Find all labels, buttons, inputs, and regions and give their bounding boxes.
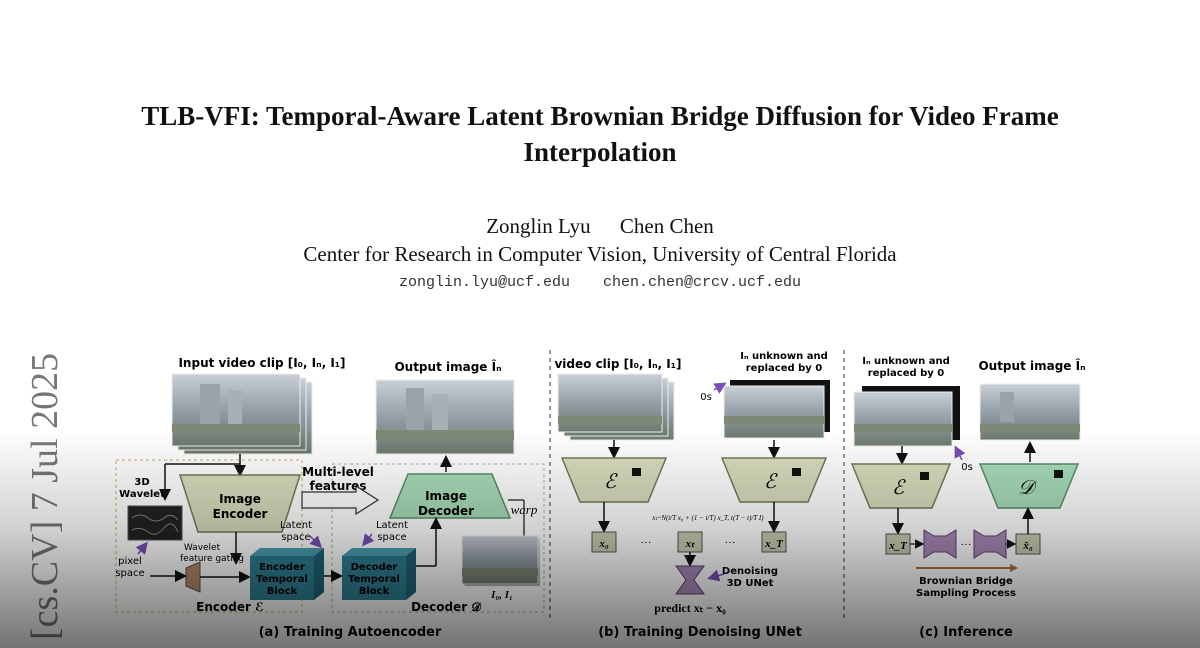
caption-c: (c) Inference	[919, 625, 1013, 640]
latent-x0-label: x₀	[598, 538, 609, 550]
enc-block-label: Temporal	[256, 574, 308, 585]
output-image-thumbnail	[375, 379, 515, 455]
email-address: zonglin.lyu@ucf.edu	[398, 274, 570, 291]
dec-block-label: Decoder	[351, 562, 398, 573]
unknown-label: replaced by 0	[868, 368, 945, 379]
input-clip-label: Input video clip [I₀, Iₙ, I₁]	[178, 356, 345, 370]
wavelet-volume	[127, 505, 183, 541]
bridge-formula: xₜ~N(t/T x₀ + (1 − t/T) x_T, t(T − t)/T …	[651, 514, 764, 522]
decoder-group-label: Decoder 𝒟	[411, 600, 481, 614]
ellipsis: ···	[961, 539, 972, 551]
wavelet-label: Wavelet	[119, 489, 165, 500]
output-image-label: Output image Îₙ	[978, 358, 1085, 373]
panel-a: Input video clip [I₀, Iₙ, I₁] Output ima…	[115, 356, 545, 640]
latent-x0hat-label: x̂₀	[1022, 540, 1033, 552]
sampling-label: Brownian Bridge	[919, 576, 1013, 587]
unet-shape	[923, 529, 957, 559]
affiliation: Center for Research in Computer Vision, …	[303, 242, 897, 266]
encoder-group-label: Encoder ℰ	[196, 600, 264, 614]
panel-c: Iₙ unknown and replaced by 0 0s Output i…	[850, 356, 1086, 640]
unknown-label: Iₙ unknown and	[862, 356, 950, 367]
clip-thumbnail	[557, 373, 675, 441]
encoder-symbol: ℰ	[764, 471, 778, 493]
latent-xt-label: xₜ	[685, 538, 696, 550]
unet-shape	[675, 565, 705, 595]
clip-label: video clip [I₀, Iₙ, I₁]	[554, 357, 681, 371]
predict-label: predict xₜ − x₀	[654, 601, 726, 615]
dec-block-label: Temporal	[348, 574, 400, 585]
latent-xT-label: x_T	[764, 538, 784, 550]
email-address: chen.chen@crcv.ucf.edu	[603, 274, 802, 291]
enc-block-label: Block	[267, 586, 298, 597]
caption-b: (b) Training Denoising UNet	[598, 625, 802, 640]
latent-xT-label: x_T	[888, 540, 908, 552]
unknown-label: replaced by 0	[746, 363, 823, 374]
email-list: zonglin.lyu@ucf.edu chen.chen@crcv.ucf.e…	[0, 274, 1200, 291]
image-encoder-label: Image	[219, 492, 261, 506]
unet-shape	[973, 529, 1007, 559]
paper-title: TLB-VFI: Temporal-Aware Latent Brownian …	[141, 101, 1059, 167]
zeros-label: 0s	[700, 392, 712, 403]
image-decoder-label: Decoder	[418, 504, 474, 518]
unet-label: Denoising	[722, 566, 778, 577]
image-decoder-label: Image	[425, 489, 467, 503]
pixel-space-label: pixel	[118, 556, 142, 567]
decoder-temporal-block: Decoder Temporal Block	[342, 548, 416, 600]
masked-clip-thumbnail	[853, 386, 960, 447]
frames-label: I₀, I₁	[490, 589, 513, 601]
author-name: Zonglin Lyu	[486, 214, 591, 238]
sampling-label: Sampling Process	[916, 588, 1016, 599]
encoder-symbol: ℰ	[604, 471, 618, 493]
unet-label: 3D UNet	[727, 578, 774, 589]
input-frames-thumbnail	[171, 373, 313, 455]
panel-b: video clip [I₀, Iₙ, I₁] Iₙ unknown and r…	[554, 351, 830, 640]
gating-label: feature gating	[180, 554, 244, 564]
wavelet-label: 3D	[134, 477, 149, 488]
gating-label: Wavelet	[184, 543, 221, 553]
encoder-temporal-block: Encoder Temporal Block	[250, 548, 324, 600]
reference-frames-thumbnail	[461, 535, 541, 587]
method-figure: Input video clip [I₀, Iₙ, I₁] Output ima…	[115, 350, 1086, 640]
ellipsis: ···	[725, 537, 736, 549]
latent-space-label: Latent	[376, 520, 408, 531]
output-image-thumbnail	[979, 383, 1081, 441]
latent-space-label: Latent	[280, 520, 312, 531]
latent-space-label: space	[281, 532, 310, 543]
caption-a: (a) Training Autoencoder	[259, 625, 442, 640]
gating-module	[185, 561, 201, 593]
masked-clip-thumbnail	[723, 380, 830, 439]
lock-icon	[792, 468, 801, 476]
enc-block-label: Encoder	[259, 562, 305, 573]
author-name: Chen Chen	[619, 214, 714, 238]
encoder-symbol: ℰ	[892, 477, 906, 499]
unknown-label: Iₙ unknown and	[740, 351, 828, 362]
lock-icon	[920, 472, 929, 480]
author-list: Zonglin Lyu Chen Chen	[0, 212, 1200, 240]
zeros-label: 0s	[961, 462, 973, 473]
lock-icon	[632, 468, 641, 476]
latent-space-label: space	[377, 532, 406, 543]
lock-icon	[1054, 470, 1063, 478]
ellipsis: ···	[641, 537, 652, 549]
pixel-space-label: space	[115, 568, 144, 579]
image-encoder-label: Encoder	[213, 507, 268, 521]
arxiv-stamp: [cs.CV] 7 Jul 2025	[24, 352, 66, 640]
multilevel-label: Multi-level	[302, 465, 374, 479]
output-image-label: Output image Îₙ	[394, 359, 501, 374]
dec-block-label: Block	[359, 586, 390, 597]
